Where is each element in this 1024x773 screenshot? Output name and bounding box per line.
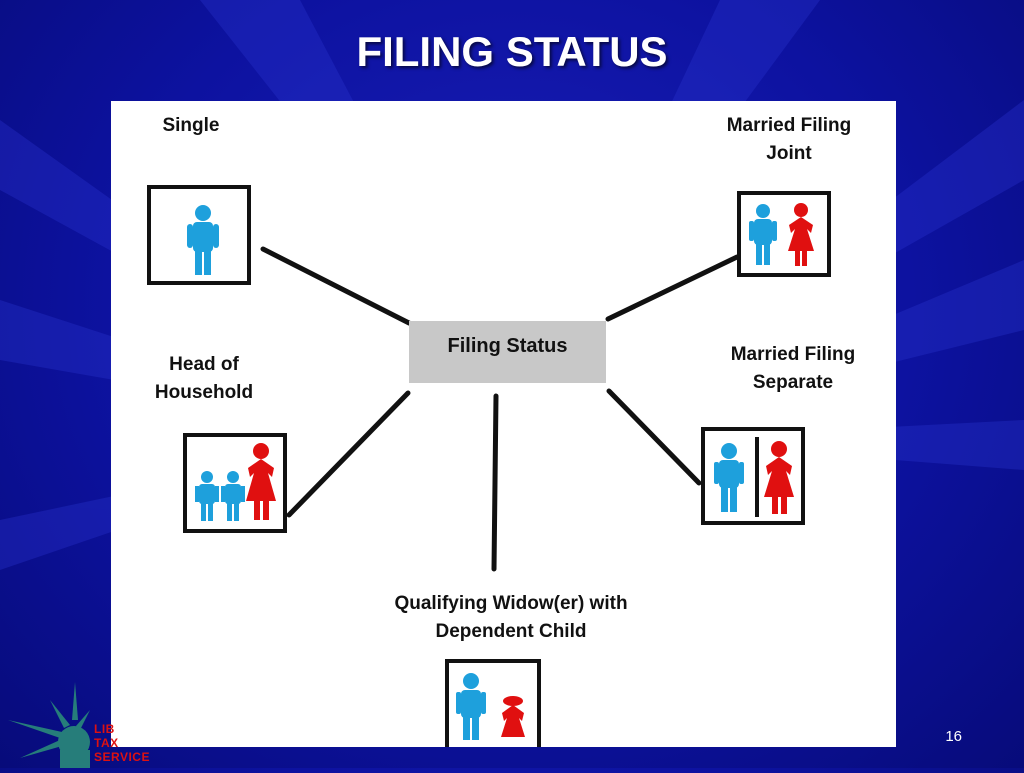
center-label: Filing Status: [447, 334, 568, 357]
widow-figure-icon: [456, 673, 525, 740]
separated-couple-figure-icon: [714, 437, 794, 517]
label-married-separate: Married Filing Separate: [730, 344, 856, 393]
connector-single: [260, 246, 412, 326]
filing-status-center-box: Filing Status: [409, 321, 606, 383]
male-figure-icon: [187, 205, 219, 275]
diagram-panel: Filing Status Single Married Filing Join…: [111, 101, 896, 747]
frame-married-joint: [737, 191, 831, 277]
connector-head-household: [286, 390, 411, 518]
liberty-tax-logo: LIB TAX SERVICE: [0, 680, 160, 770]
logo-text-line1: LIB: [94, 722, 115, 736]
slide-title: FILING STATUS: [356, 28, 668, 75]
logo-text-line3: SERVICE: [94, 750, 150, 764]
connector-lines: [260, 246, 740, 572]
frame-single: [147, 185, 251, 285]
label-head-household: Head of Household: [154, 354, 254, 403]
family-figure-icon: [195, 443, 276, 521]
statue-of-liberty-icon: [8, 682, 90, 770]
connector-married-joint: [605, 254, 740, 322]
page-number: 16: [945, 728, 962, 745]
label-married-joint: Married Filing Joint: [726, 115, 852, 164]
frame-married-separate: [701, 427, 805, 525]
label-single: Single: [162, 115, 220, 136]
label-widow: Qualifying Widow(er) with Dependent Chil…: [394, 593, 628, 642]
couple-figure-icon: [749, 203, 814, 266]
connector-married-separate: [606, 388, 702, 486]
frame-widow: [445, 659, 541, 747]
connector-widow: [491, 393, 499, 572]
frame-head-household: [183, 433, 287, 533]
logo-text-line2: TAX: [94, 736, 119, 750]
